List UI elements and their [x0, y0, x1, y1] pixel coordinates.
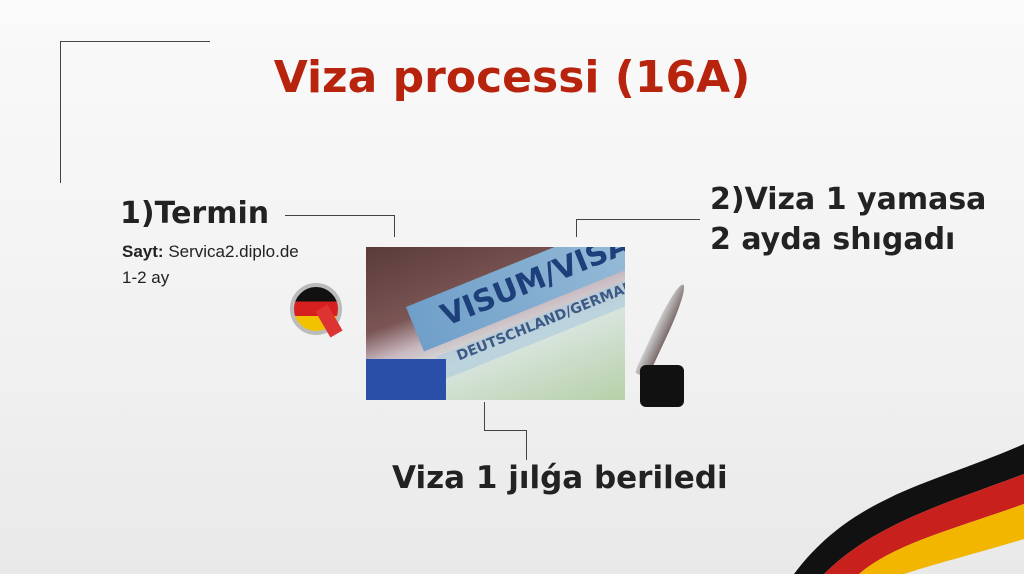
connector-3a	[484, 402, 485, 430]
site-value: Servica2.diplo.de	[168, 242, 299, 261]
connector-3b	[526, 430, 527, 460]
connector-1h	[285, 215, 395, 216]
connector-2v	[576, 219, 577, 237]
site-label: Sayt:	[122, 242, 164, 261]
visa-photo: VISUM/VISA DEUTSCHLAND/GERMANY	[366, 247, 625, 400]
corner-line-h	[60, 41, 210, 42]
step2-line1: 2)Viza 1 yamasa	[710, 182, 987, 217]
eu-flag-icon	[366, 359, 446, 400]
ink-bottle-icon	[640, 365, 684, 407]
step1-site: Sayt: Servica2.diplo.de	[122, 242, 299, 262]
slide-title: Viza processi (16A)	[273, 52, 751, 103]
step1-duration: 1-2 ay	[122, 268, 170, 287]
step2-line2: 2 ayda shıgadı	[710, 222, 956, 257]
result-text: Viza 1 jılǵa beriledi	[392, 460, 728, 496]
connector-2h	[576, 219, 700, 220]
german-flag-ribbon-icon	[794, 444, 1024, 574]
step1-heading: 1)Termin	[120, 196, 270, 231]
feather-quill-icon	[634, 281, 690, 379]
connector-3h	[484, 430, 527, 431]
step2-text: 2)Viza 1 yamasa 2 ayda shıgadı	[710, 180, 986, 260]
connector-1v	[394, 215, 395, 237]
corner-line-v	[60, 41, 61, 183]
